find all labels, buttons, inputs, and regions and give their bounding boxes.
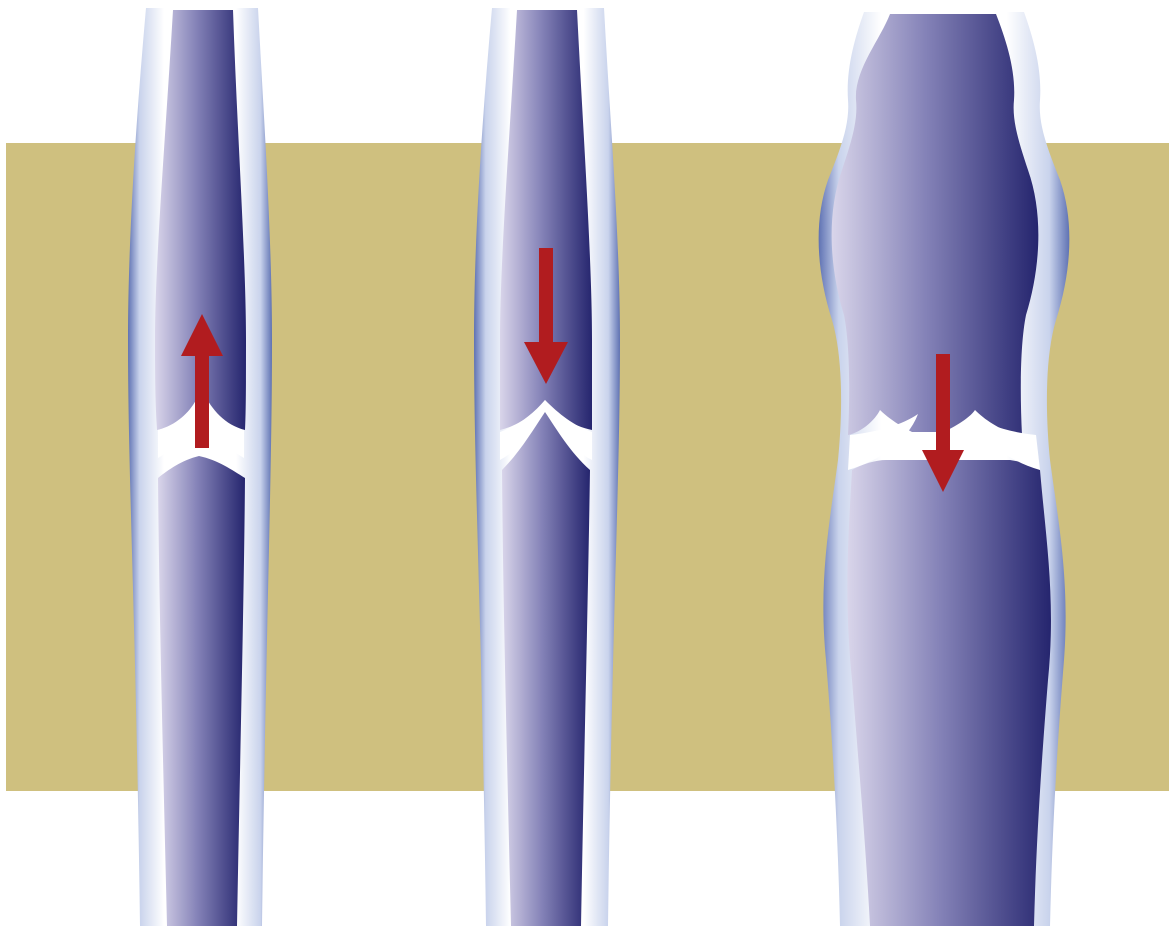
vein-lumen-lower	[502, 412, 590, 926]
vein-2	[474, 8, 620, 926]
vein-3	[819, 12, 1070, 926]
vein-1	[128, 8, 272, 926]
vein-lumen-upper	[832, 14, 1039, 435]
vein-lumen-lower	[847, 460, 1051, 926]
vein-lumen-lower	[158, 456, 245, 926]
